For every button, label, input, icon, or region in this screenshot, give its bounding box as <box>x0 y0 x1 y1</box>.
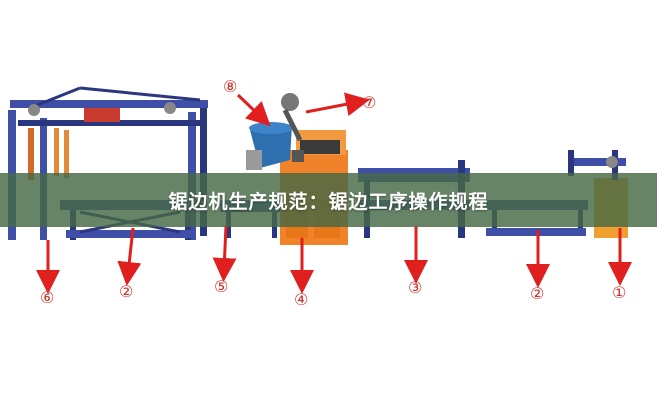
arrow-5 <box>212 225 237 282</box>
callout-3: ③ <box>408 278 422 297</box>
arrow-2a <box>117 227 142 286</box>
callout-4: ④ <box>294 290 308 309</box>
callout-7: ⑦ <box>362 93 376 112</box>
callout-1: ① <box>612 283 626 302</box>
title-banner: 锯边机生产规范：锯边工序操作规程 <box>0 173 657 227</box>
callout-5: ⑤ <box>214 277 228 296</box>
callout-2b: ② <box>530 284 544 303</box>
dust-hopper <box>246 93 303 170</box>
arrow-7 <box>305 92 370 117</box>
banner-title: 锯边机生产规范：锯边工序操作规程 <box>168 190 489 213</box>
callout-labels: ⑧ ⑦ ⑥ ② ⑤ ④ ③ ② ① <box>40 77 626 309</box>
callout-arrows <box>36 92 632 294</box>
callout-6: ⑥ <box>40 288 54 307</box>
callout-8: ⑧ <box>223 77 237 96</box>
callout-2a: ② <box>119 282 133 301</box>
arrow-8 <box>236 93 271 127</box>
